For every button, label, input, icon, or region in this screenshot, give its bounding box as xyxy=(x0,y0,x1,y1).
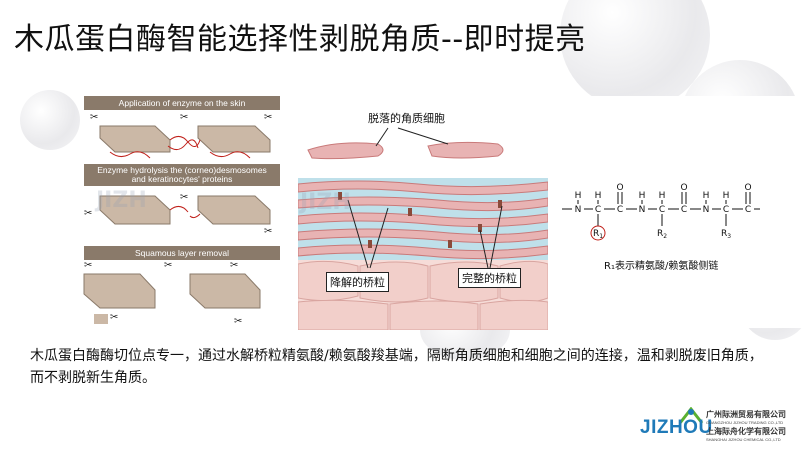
atom-c: C xyxy=(617,205,623,215)
enzyme-process-figure: Application of enzyme on the skin Enzyme… xyxy=(80,96,280,331)
group-r1: R1 xyxy=(593,229,603,240)
svg-text:✂: ✂ xyxy=(264,112,272,123)
watermark: JIZH xyxy=(300,190,351,215)
bubble-decoration xyxy=(20,90,80,150)
atom-c: C xyxy=(659,205,665,215)
company-logo: JIZHOU 广州际洲贸易有限公司 GUANGZHOU JIZHOU TRADI… xyxy=(640,407,800,447)
degraded-desmosome-label: 降解的桥粒 xyxy=(326,272,389,292)
atom-h: H xyxy=(639,191,646,201)
corneocyte-row2: ✂ ✂ ✂ xyxy=(84,192,272,237)
step2-line2: and keratinocytes' proteins xyxy=(131,174,233,184)
atom-h: H xyxy=(595,191,602,201)
enzyme-illustration: ✂ ✂ ✂ ✂ ✂ ✂ ✂ ✂ ✂ ✂ xyxy=(83,112,272,327)
atom-n: N xyxy=(639,205,646,215)
skin-illustration xyxy=(298,127,548,330)
svg-text:✂: ✂ xyxy=(180,192,188,203)
svg-text:✂: ✂ xyxy=(84,260,92,271)
step2-label: Enzyme hydrolysis the (corneo)desmosomes… xyxy=(84,164,280,186)
svg-text:✂: ✂ xyxy=(84,208,92,219)
svg-text:✂: ✂ xyxy=(180,112,188,123)
atom-c: C xyxy=(745,205,751,215)
svg-text:✂: ✂ xyxy=(90,112,98,123)
atom-h: H xyxy=(575,191,582,201)
atom-n: N xyxy=(703,205,710,215)
step3-label: Squamous layer removal xyxy=(84,246,280,260)
company-name-2: 上海际舟化学有限公司 xyxy=(706,427,786,436)
intact-desmosome-label: 完整的桥粒 xyxy=(458,268,521,288)
atom-c: C xyxy=(723,205,729,215)
atom-o: O xyxy=(680,183,687,193)
svg-text:✂: ✂ xyxy=(230,260,238,271)
atom-c: C xyxy=(595,205,601,215)
watermark: JIZH xyxy=(96,188,147,213)
corneocyte-row1: ✂ ✂ ✂ xyxy=(90,112,272,159)
atom-o: O xyxy=(616,183,623,193)
atom-c: C xyxy=(681,205,687,215)
atom-n: N xyxy=(575,205,582,215)
company-name-1: 广州际洲贸易有限公司 xyxy=(706,410,786,419)
atom-h: H xyxy=(659,191,666,201)
group-r2: R2 xyxy=(657,229,667,240)
group-r3: R3 xyxy=(721,229,731,240)
step1-label: Application of enzyme on the skin xyxy=(84,96,280,110)
page-title: 木瓜蛋白酶智能选择性剥脱角质--即时提亮 xyxy=(14,22,586,57)
svg-text:✂: ✂ xyxy=(264,226,272,237)
shed-cells-label: 脱落的角质细胞 xyxy=(368,112,445,125)
peptide-chain-diagram: N C C N C C N C C H H O H H O H H O R1 R… xyxy=(562,183,760,241)
r1-highlight xyxy=(590,225,606,241)
atom-h: H xyxy=(723,191,730,201)
svg-text:✂: ✂ xyxy=(110,312,118,323)
logo-mark-icon xyxy=(678,407,704,424)
step2-line1: Enzyme hydrolysis the (corneo)desmosomes xyxy=(97,165,267,175)
company-name-1-en: GUANGZHOU JIZHOU TRADING CO.,LTD xyxy=(706,420,784,425)
description-text: 木瓜蛋白酶酶切位点专一，通过水解桥粒精氨酸/赖氨酸羧基端，隔断角质细胞和细胞之间… xyxy=(30,348,763,386)
svg-text:✂: ✂ xyxy=(164,260,172,271)
atom-o: O xyxy=(744,183,751,193)
chemistry-caption: R₁表示精氨酸/赖氨酸侧链 xyxy=(604,261,719,272)
company-name-2-en: SHANGHAI JIZHOU CHEMICAL CO.,LTD xyxy=(706,437,781,442)
svg-text:✂: ✂ xyxy=(234,316,242,327)
logo-brand: JIZHOU xyxy=(640,417,713,438)
atom-h: H xyxy=(703,191,710,201)
corneocyte-row3: ✂ ✂ ✂ ✂ ✂ xyxy=(83,260,261,327)
peptide-structure: N C C N C C N C C H H O H H O H H O R1 R… xyxy=(560,180,760,270)
skin-layer-figure: 脱落的角质细胞 降解的桥粒 完整的桥粒 xyxy=(298,100,548,330)
